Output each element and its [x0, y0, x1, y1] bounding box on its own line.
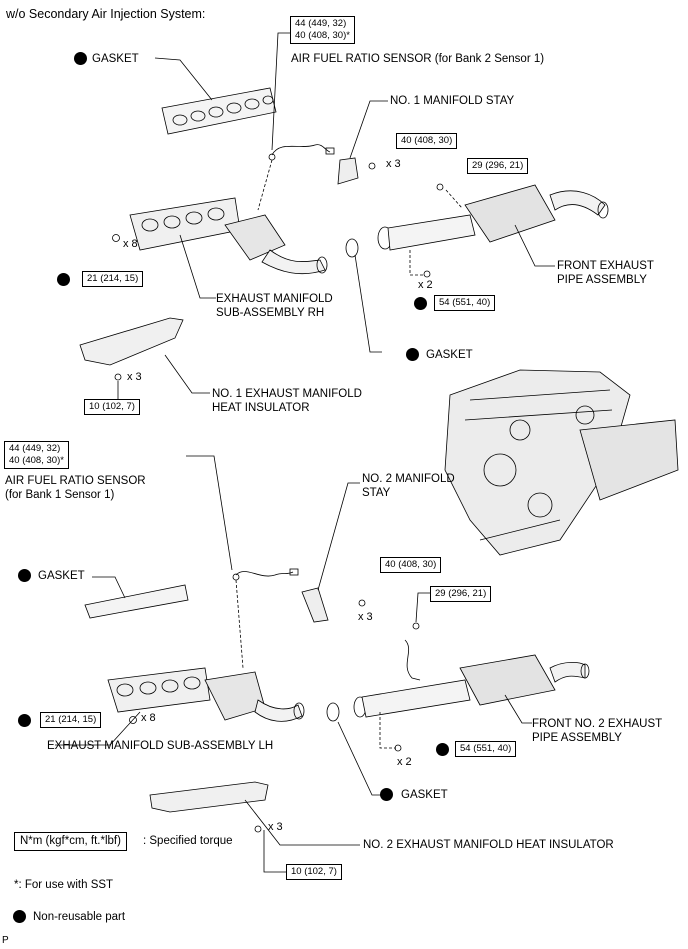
legend-unit-desc: : Specified torque — [143, 835, 233, 847]
torque-pipe2-bottom: 54 (551, 40) — [455, 741, 517, 757]
label-af-sensor-b2: AIR FUEL RATIO SENSOR (for Bank 2 Sensor… — [291, 53, 545, 65]
gasket-rh-pipe-part — [345, 238, 359, 258]
heat-insulator-2-part — [149, 781, 269, 813]
torque-af-sensor-b1: 44 (449, 32) 40 (408, 30)* — [4, 441, 69, 469]
footer-mark: P — [2, 935, 9, 946]
count-ins-1: x 3 — [127, 371, 142, 383]
front-exhaust-pipe-part — [377, 184, 609, 251]
torque-value-sst: 40 (408, 30)* — [295, 30, 350, 41]
count-manifold-rh: x 8 — [123, 238, 138, 250]
label-manifold-stay-1: NO. 1 MANIFOLD STAY — [390, 95, 515, 107]
torque-value: 44 (449, 32) — [295, 18, 347, 29]
nonreusable-marker — [380, 788, 393, 801]
engine-illustration — [444, 369, 679, 556]
label-gasket-rh-pipe: GASKET — [426, 349, 473, 361]
label-front-pipe-l1: FRONT EXHAUST — [557, 260, 654, 272]
torque-value-sst: 40 (408, 30)* — [9, 455, 64, 466]
label-gasket-lh: GASKET — [38, 570, 85, 582]
torque-pipe2-top: 29 (296, 21) — [430, 586, 492, 602]
torque-value: 44 (449, 32) — [9, 443, 61, 454]
label-af-sensor-b1-l1: AIR FUEL RATIO SENSOR — [5, 475, 146, 487]
manifold-rh-part — [129, 197, 328, 275]
torque-ins-2: 10 (102, 7) — [286, 864, 342, 880]
label-gasket-lh-pipe: GASKET — [401, 789, 448, 801]
legend-nonreusable-dot — [13, 910, 26, 923]
torque-manifold-lh: 21 (214, 15) — [40, 712, 102, 728]
torque-stay-1: 40 (408, 30) — [396, 133, 458, 149]
label-heat-ins-1-l1: NO. 1 EXHAUST MANIFOLD — [212, 388, 362, 400]
label-manifold-stay-2-l2: STAY — [362, 487, 391, 499]
count-ins-2: x 3 — [268, 821, 283, 833]
gasket-lh-part — [84, 584, 189, 619]
label-front-pipe-2-l2: PIPE ASSEMBLY — [532, 732, 622, 744]
label-heat-ins-2: NO. 2 EXHAUST MANIFOLD HEAT INSULATOR — [363, 839, 614, 851]
torque-pipe-bottom: 54 (551, 40) — [434, 295, 496, 311]
legend-unit-box: N*m (kgf*cm, ft.*lbf) — [14, 832, 127, 851]
torque-pipe-top: 29 (296, 21) — [467, 158, 529, 174]
af-sensor-b2-wire — [271, 144, 331, 156]
nonreusable-marker — [414, 297, 427, 310]
label-gasket-rh: GASKET — [92, 53, 139, 65]
torque-manifold-rh: 21 (214, 15) — [82, 271, 144, 287]
count-stay-1: x 3 — [386, 158, 401, 170]
nonreusable-marker — [57, 273, 70, 286]
label-manifold-rh-l2: SUB-ASSEMBLY RH — [216, 307, 325, 319]
label-front-pipe-2-l1: FRONT NO. 2 EXHAUST — [532, 718, 663, 730]
label-heat-ins-1-l2: HEAT INSULATOR — [212, 402, 310, 414]
gasket-lh-pipe-part — [326, 702, 340, 722]
gasket-rh-part — [161, 87, 277, 135]
torque-stay-2: 40 (408, 30) — [380, 557, 442, 573]
count-stay-2: x 3 — [358, 611, 373, 623]
count-manifold-lh: x 8 — [141, 712, 156, 724]
page-title: w/o Secondary Air Injection System: — [6, 7, 206, 21]
legend-nonreusable-text: Non-reusable part — [33, 911, 126, 923]
label-manifold-rh-l1: EXHAUST MANIFOLD — [216, 293, 333, 305]
label-af-sensor-b1-l2: (for Bank 1 Sensor 1) — [5, 489, 115, 501]
manifold-lh-part — [107, 667, 305, 722]
nonreusable-marker — [436, 743, 449, 756]
label-front-pipe-l2: PIPE ASSEMBLY — [557, 274, 647, 286]
torque-af-sensor-b2: 44 (449, 32) 40 (408, 30)* — [290, 16, 355, 44]
legend-sst-note: *: For use with SST — [14, 879, 114, 891]
label-manifold-stay-2-l1: NO. 2 MANIFOLD — [362, 473, 455, 485]
count-pipe2-bottom: x 2 — [397, 756, 412, 768]
nonreusable-marker — [18, 714, 31, 727]
label-manifold-lh: EXHAUST MANIFOLD SUB-ASSEMBLY LH — [47, 740, 274, 752]
front-exhaust-pipe-2-part — [353, 654, 590, 718]
nonreusable-marker — [74, 52, 87, 65]
nonreusable-marker — [406, 348, 419, 361]
nonreusable-marker — [18, 569, 31, 582]
torque-ins-1: 10 (102, 7) — [84, 399, 140, 415]
count-pipe-bottom: x 2 — [418, 279, 433, 291]
heat-insulator-1-part — [79, 317, 184, 366]
